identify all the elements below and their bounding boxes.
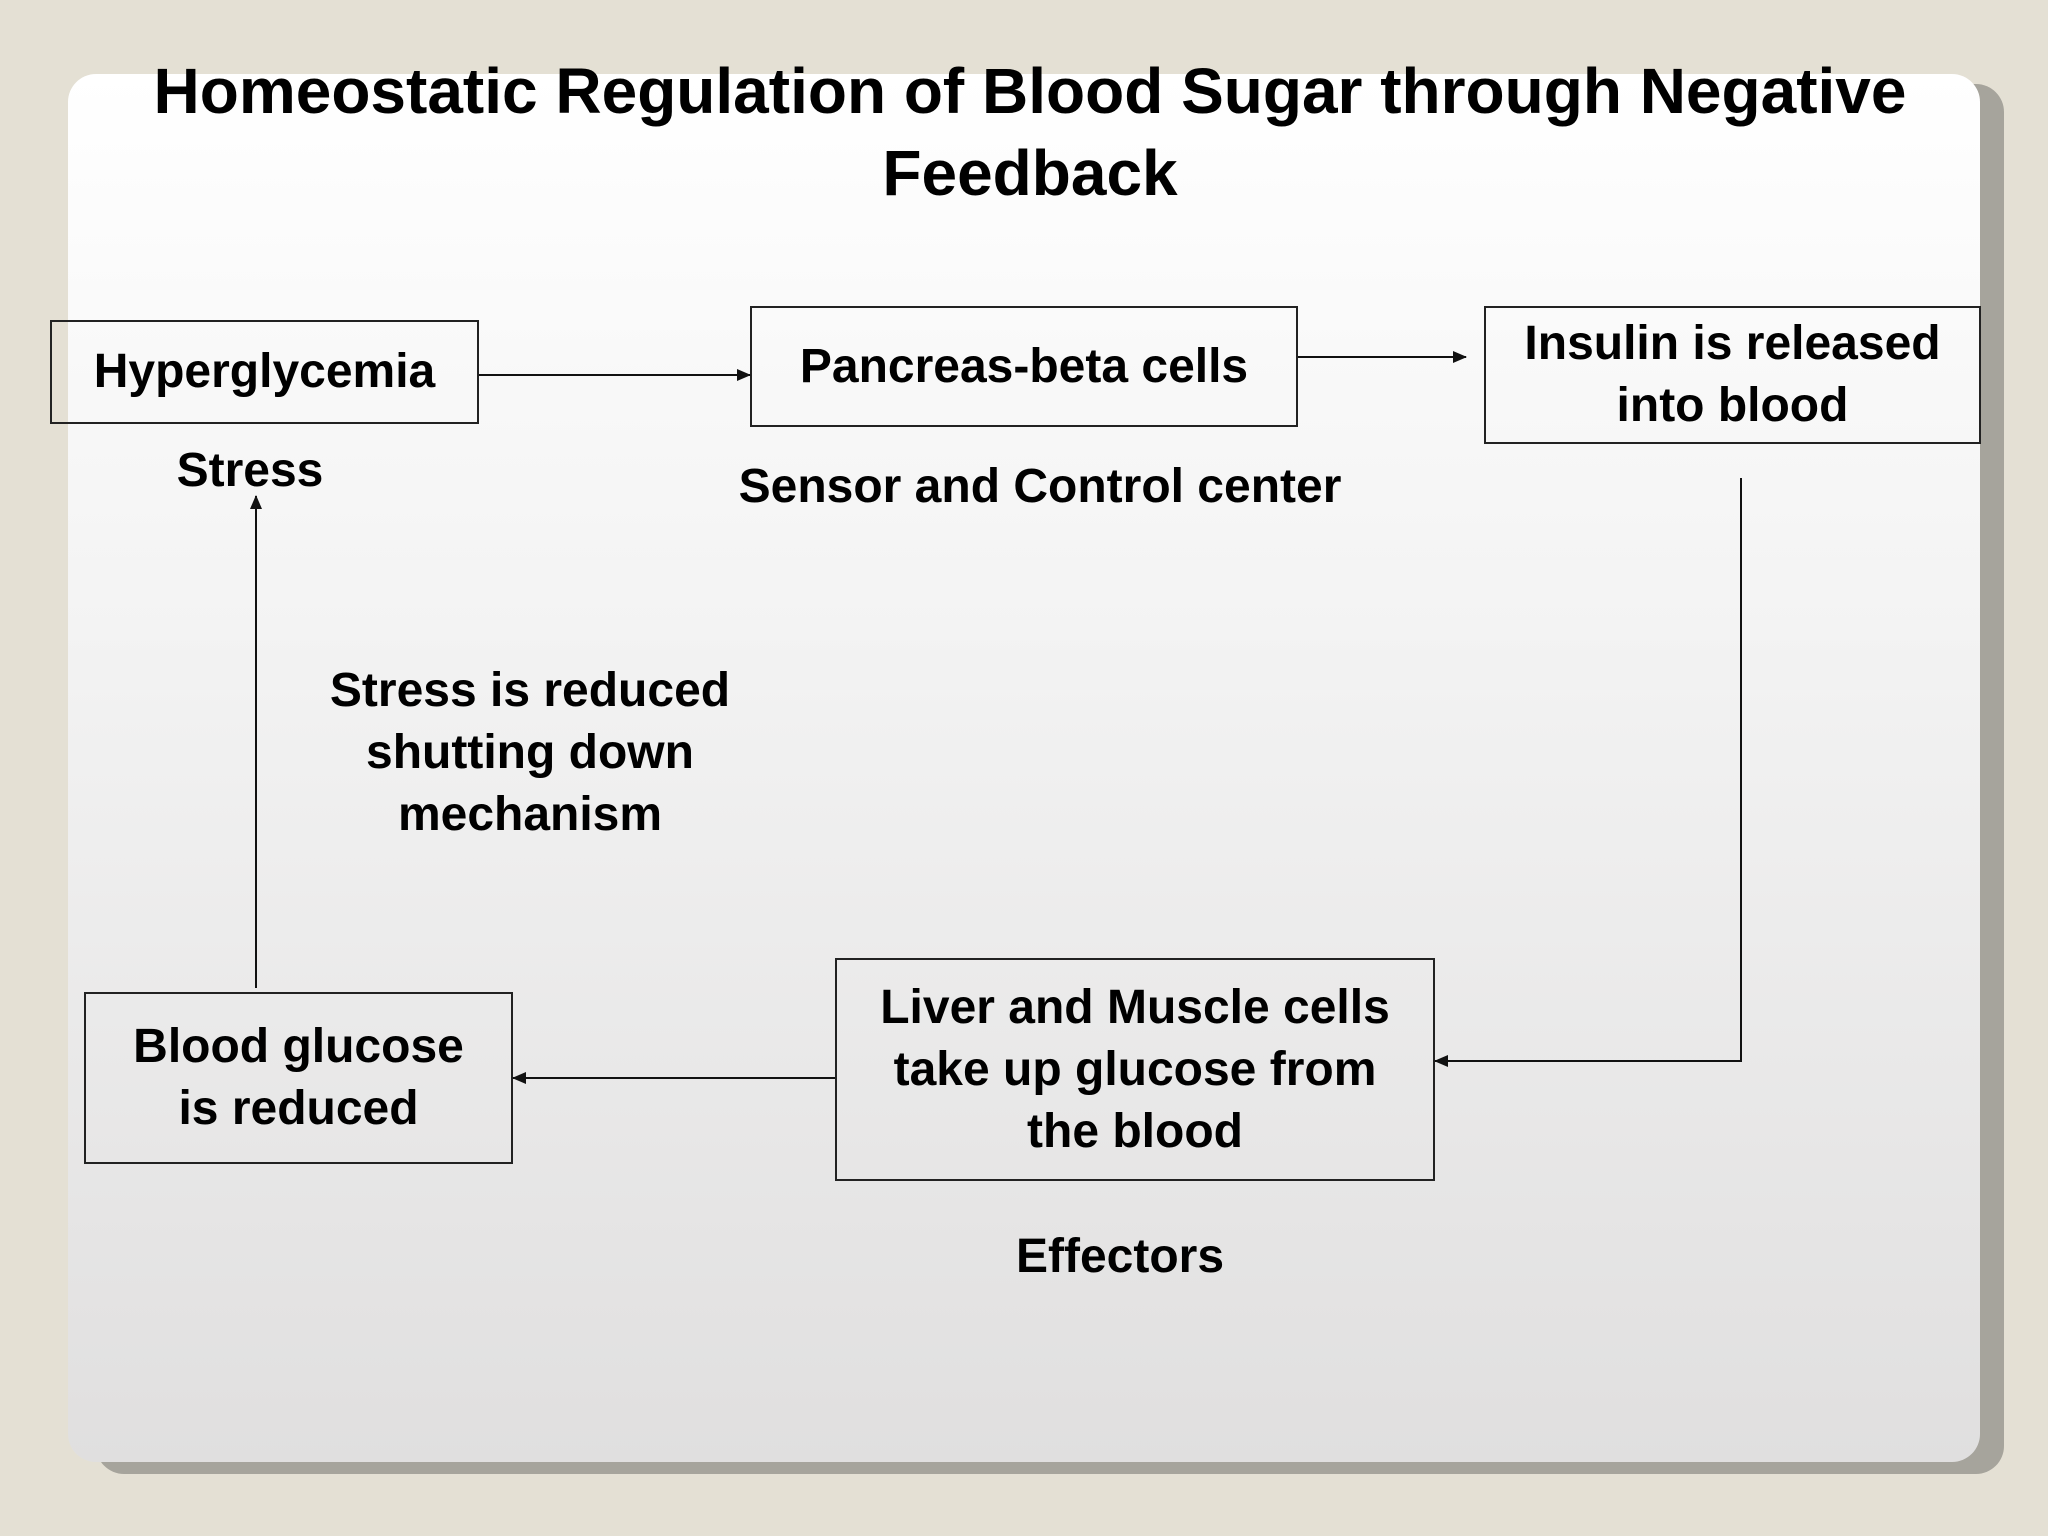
label-stress-reduced: Stress is reduced shutting down mechanis… (329, 664, 731, 841)
node-hyperglycemia: Hyperglycemia (50, 320, 479, 424)
node-pancreas-label: Pancreas-beta cells (799, 339, 1249, 393)
label-effectors: Effectors (1015, 1230, 1225, 1283)
node-blood-glucose-label: Blood glucose is reduced (133, 1020, 464, 1135)
node-insulin: Insulin is released into blood (1484, 306, 1981, 444)
node-blood-glucose: Blood glucose is reduced (84, 992, 513, 1164)
node-pancreas: Pancreas-beta cells (750, 306, 1298, 427)
label-stress: Stress (176, 444, 324, 497)
node-liver-muscle-label: Liver and Muscle cells take up glucose f… (880, 980, 1390, 1158)
node-insulin-label: Insulin is released into blood (1524, 317, 1941, 432)
node-hyperglycemia-label: Hyperglycemia (93, 345, 436, 398)
diagram-title: Homeostatic Regulation of Blood Sugar th… (153, 55, 1907, 209)
node-liver-muscle: Liver and Muscle cells take up glucose f… (835, 958, 1435, 1181)
label-sensor-control: Sensor and Control center (738, 460, 1342, 513)
